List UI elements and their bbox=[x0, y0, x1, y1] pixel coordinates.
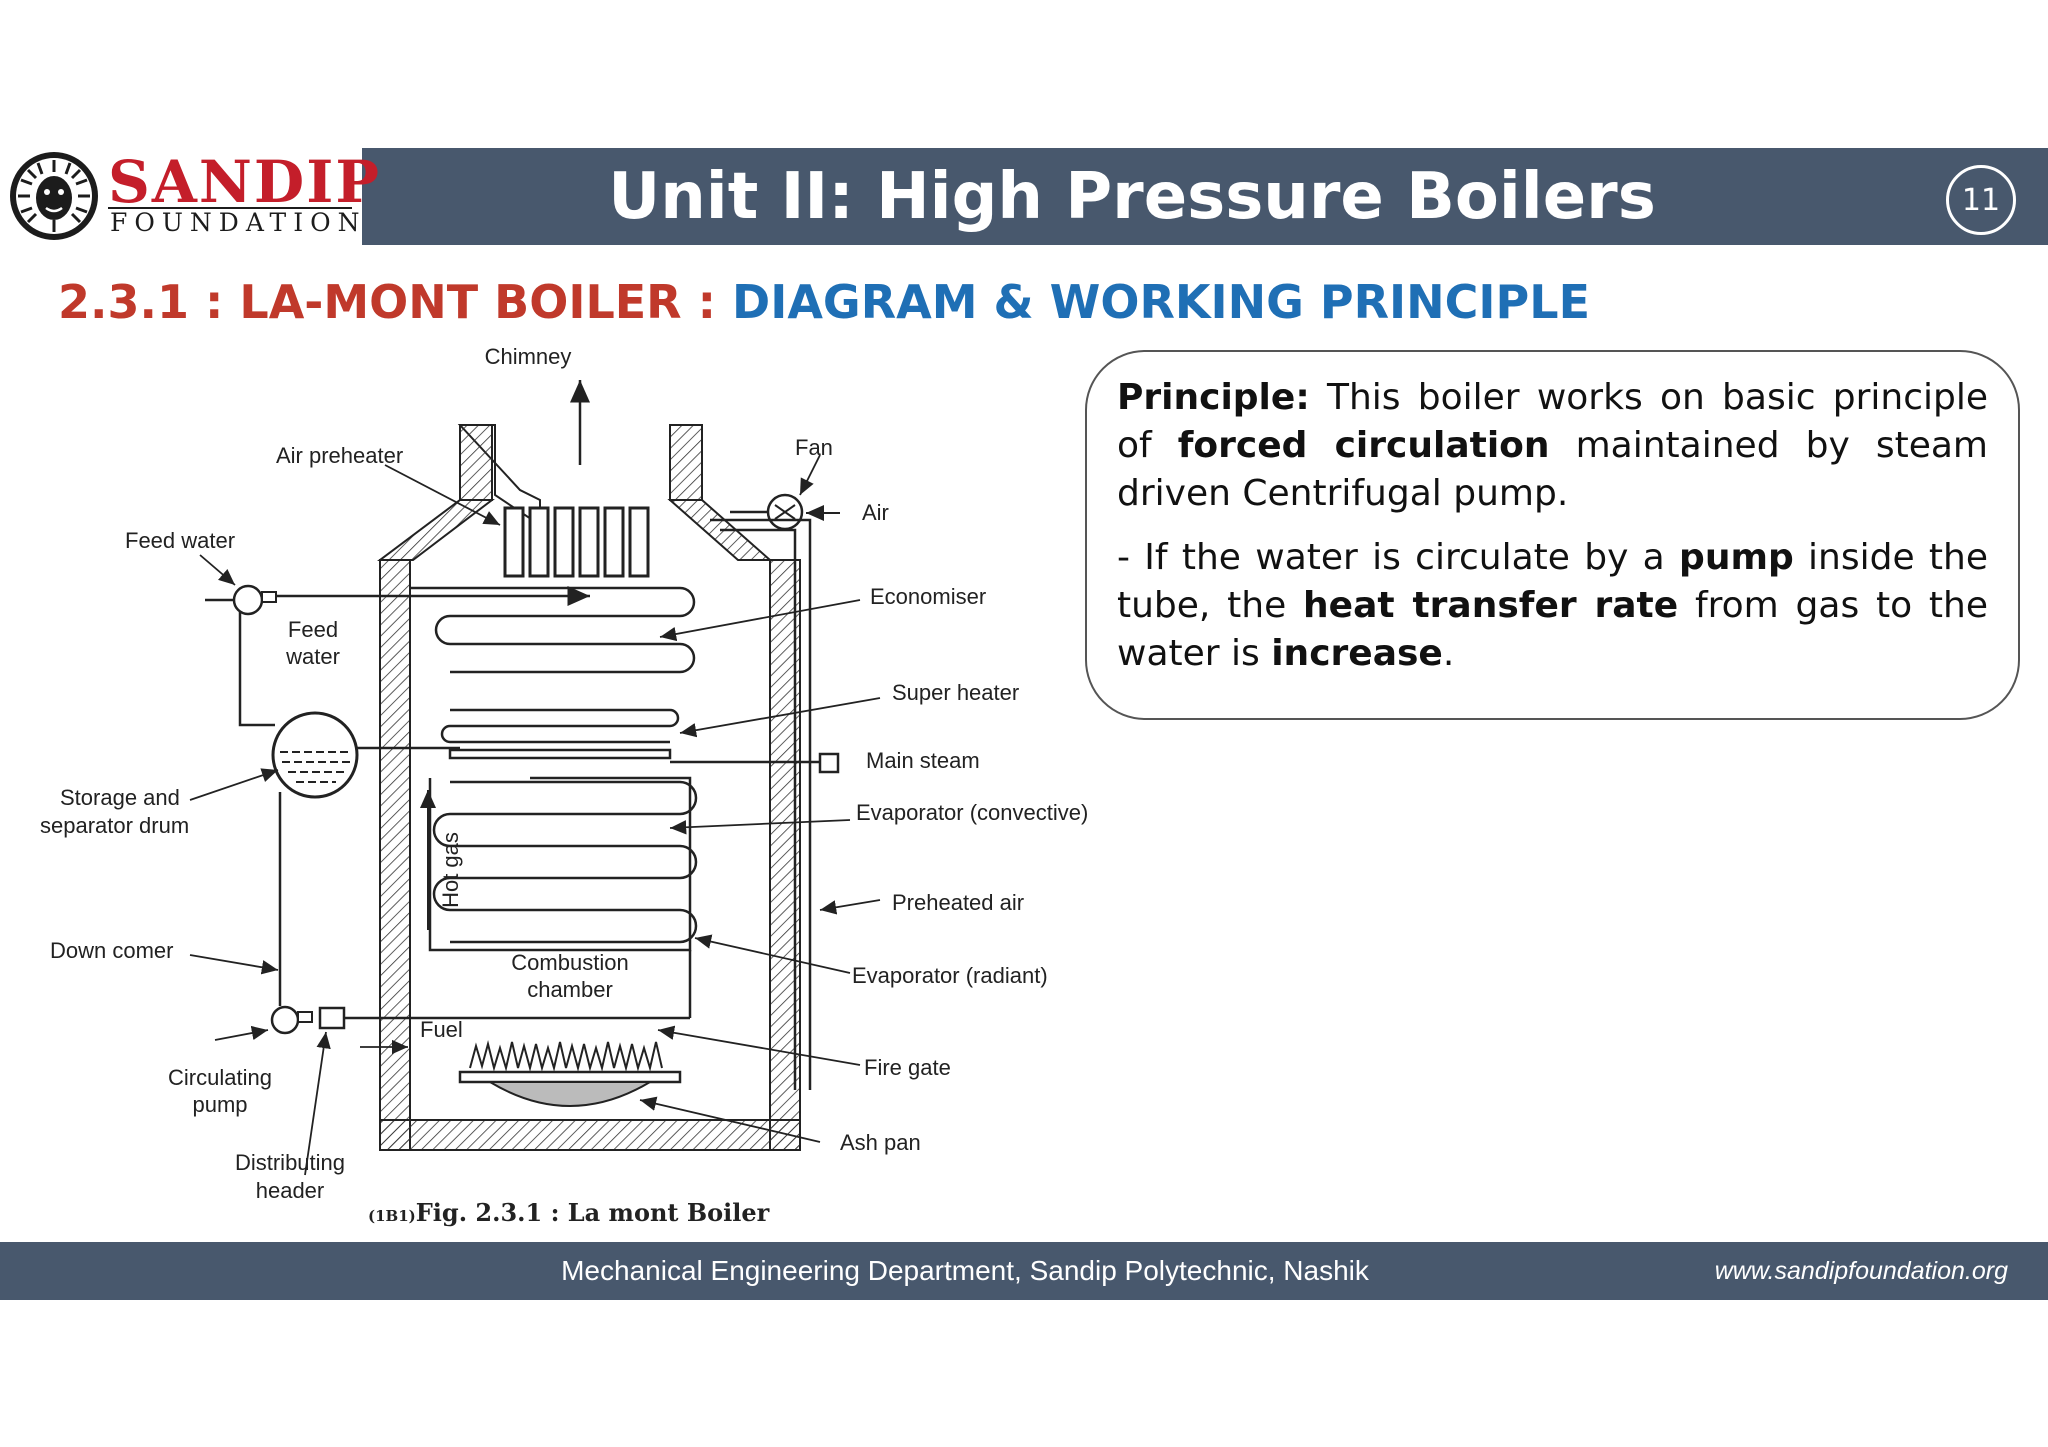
feed-pump-icon bbox=[232, 584, 264, 616]
ash-pan bbox=[486, 1081, 654, 1107]
label-chimney: Chimney bbox=[485, 344, 572, 369]
label-fire-gate: Fire gate bbox=[864, 1055, 951, 1080]
label-water: water bbox=[285, 644, 340, 669]
figure-caption: (1B1)Fig. 2.3.1 : La mont Boiler bbox=[368, 1198, 769, 1227]
pump-emphasis: pump bbox=[1679, 537, 1794, 578]
figure-caption-text: Fig. 2.3.1 : La mont Boiler bbox=[415, 1198, 770, 1227]
principle-text: maintained by steam driven Centrifugal p… bbox=[1117, 425, 1988, 514]
label-feed: Feed bbox=[288, 617, 338, 642]
label-air-preheater: Air preheater bbox=[276, 443, 403, 468]
label-pump: pump bbox=[192, 1092, 247, 1117]
label-fuel: Fuel bbox=[420, 1017, 463, 1042]
label-preheated-air: Preheated air bbox=[892, 890, 1024, 915]
label-ash-pan: Ash pan bbox=[840, 1130, 921, 1155]
label-air: Air bbox=[862, 500, 889, 525]
principle-box: Principle: This boiler works on basic pr… bbox=[1085, 350, 2020, 720]
circulating-pump-icon bbox=[270, 1005, 300, 1035]
fire-flames bbox=[469, 1040, 663, 1072]
label-main-steam: Main steam bbox=[866, 748, 980, 773]
footer-url: www.sandipfoundation.org bbox=[1714, 1256, 2008, 1285]
label-feed-water: Feed water bbox=[125, 528, 235, 553]
label-super-heater: Super heater bbox=[892, 680, 1019, 705]
logo-divider bbox=[108, 207, 352, 209]
principle-label: Principle: bbox=[1117, 377, 1310, 418]
pump-text: - If the water is circulate by a bbox=[1117, 537, 1680, 578]
fire-grate bbox=[458, 1070, 682, 1084]
label-fan: Fan bbox=[795, 435, 833, 460]
main-steam-valve-icon bbox=[818, 752, 840, 774]
evaporator-coil bbox=[432, 780, 698, 944]
pump-text: from gas to the water is bbox=[1117, 585, 1988, 674]
principle-paragraph: Principle: This boiler works on basic pr… bbox=[1117, 374, 1988, 518]
economiser-coil bbox=[410, 586, 696, 674]
super-heater-coil bbox=[440, 708, 680, 760]
principle-emphasis: forced circulation bbox=[1177, 425, 1550, 466]
pump-emphasis: heat transfer rate bbox=[1303, 585, 1679, 626]
section-number-title: 2.3.1 : LA-MONT BOILER : bbox=[58, 275, 733, 329]
lion-seal-icon bbox=[10, 152, 98, 240]
pump-emphasis: increase bbox=[1271, 633, 1443, 674]
label-separator-drum: separator drum bbox=[40, 813, 189, 838]
drum-icon bbox=[271, 711, 359, 799]
principle-text: This boiler works on basic principle of bbox=[1117, 377, 1988, 466]
distributing-header-icon bbox=[318, 1006, 346, 1030]
slide-title: Unit II: High Pressure Boilers bbox=[608, 159, 1656, 234]
la-mont-boiler-diagram: Chimney Air preheater Fan Air Feed water… bbox=[40, 344, 1088, 1203]
label-evaporator-convective: Evaporator (convective) bbox=[856, 800, 1088, 825]
figure-caption-prefix: (1B1) bbox=[368, 1207, 416, 1225]
footer-department: Mechanical Engineering Department, Sandi… bbox=[561, 1255, 1369, 1286]
page-number: 11 bbox=[1946, 165, 2016, 235]
pump-paragraph: - If the water is circulate by a pump in… bbox=[1117, 534, 1988, 678]
air-preheater-tubes bbox=[503, 506, 650, 578]
label-down-comer: Down comer bbox=[50, 938, 173, 963]
label-combustion: Combustion bbox=[511, 950, 628, 975]
label-circulating: Circulating bbox=[168, 1065, 272, 1090]
label-hot-gas: Hot gas bbox=[438, 832, 463, 908]
label-distributing: Distributing bbox=[235, 1150, 345, 1175]
label-chamber: chamber bbox=[527, 977, 613, 1002]
label-economiser: Economiser bbox=[870, 584, 986, 609]
footer-band bbox=[0, 1242, 2048, 1300]
label-storage: Storage and bbox=[60, 785, 180, 810]
logo-subtitle: FOUNDATION bbox=[110, 208, 367, 237]
label-evaporator-radiant: Evaporator (radiant) bbox=[852, 963, 1048, 988]
pump-text: inside the tube, the bbox=[1117, 537, 1988, 626]
logo-wordmark: SANDIP bbox=[108, 148, 381, 216]
section-subtitle: DIAGRAM & WORKING PRINCIPLE bbox=[732, 275, 1590, 329]
label-header: header bbox=[256, 1178, 325, 1203]
section-heading: 2.3.1 : LA-MONT BOILER : DIAGRAM & WORKI… bbox=[58, 272, 1590, 332]
pump-text: . bbox=[1442, 633, 1455, 674]
